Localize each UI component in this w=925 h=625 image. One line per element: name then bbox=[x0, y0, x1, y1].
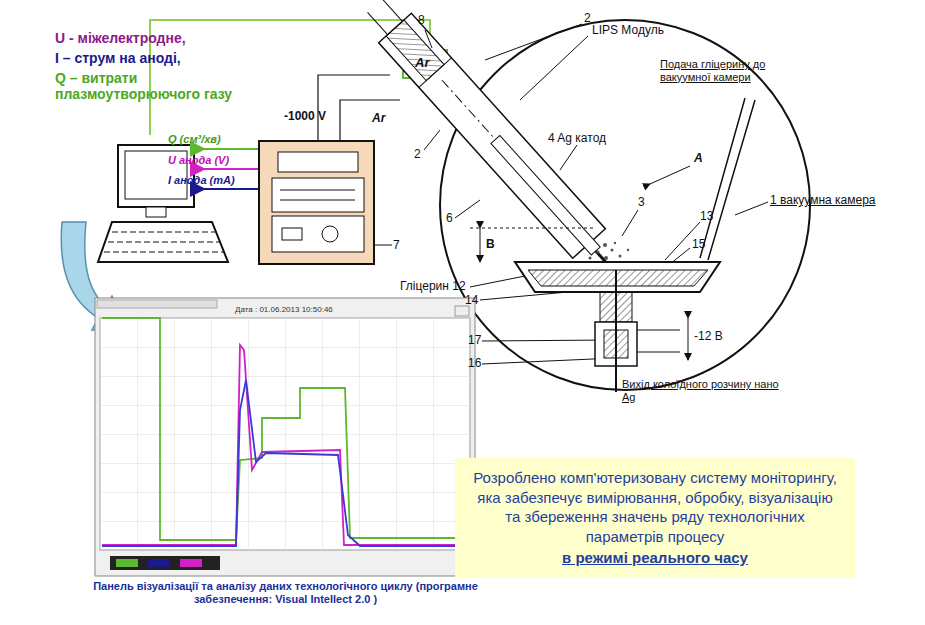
part-label: 14 bbox=[465, 294, 478, 308]
callout-number: 7 bbox=[393, 238, 400, 252]
feed-tube bbox=[700, 98, 755, 260]
chart-curves bbox=[102, 318, 468, 546]
part-label: B bbox=[486, 238, 495, 252]
part-label: 13 bbox=[700, 210, 713, 224]
part-label: U анода (V) bbox=[168, 154, 229, 167]
part-label: -12 B bbox=[694, 330, 723, 344]
info-emphasis: в режимі реального часу bbox=[469, 548, 841, 568]
chart-panel bbox=[95, 298, 475, 576]
part-label: LIPS Модуль bbox=[592, 24, 664, 38]
power-supply bbox=[258, 140, 392, 265]
part-label: I анода (mA) bbox=[168, 174, 235, 187]
part-label: 16 bbox=[468, 357, 481, 371]
part-label: 3 bbox=[638, 196, 645, 210]
part-label: Q – витрати плазмоутворюючого газу bbox=[55, 70, 245, 102]
part-label: 6 bbox=[446, 212, 453, 226]
chart-curve bbox=[102, 380, 468, 546]
part-label: Ar bbox=[372, 112, 385, 126]
glycerin-bath bbox=[515, 262, 720, 392]
part-label: Подача гліцерину до вакуумної камери bbox=[660, 58, 810, 83]
part-label: 1 вакуумна камера bbox=[770, 194, 876, 208]
info-box: Розроблено комп'ютеризовану систему моні… bbox=[455, 458, 855, 578]
u-signal bbox=[204, 168, 258, 170]
part-label: I – струм на аноді, bbox=[55, 50, 181, 66]
part-label: 17 bbox=[468, 334, 481, 348]
lips-module bbox=[359, 0, 633, 288]
chart-curve bbox=[102, 345, 468, 545]
part-label: 15 bbox=[692, 238, 705, 252]
part-label: U - міжелектродне, bbox=[55, 30, 186, 46]
part-label: Вихід колоїдного розчину нано Ag bbox=[622, 378, 792, 403]
chart-curve bbox=[102, 318, 468, 540]
part-label: -1000 V bbox=[284, 110, 326, 124]
plasma-spray bbox=[589, 242, 630, 260]
part-label: Дата : 01.06.2013 10:50:46 bbox=[235, 305, 333, 314]
part-label: Гліцерин 12 bbox=[400, 280, 466, 294]
part-label: Ar bbox=[415, 56, 429, 71]
part-label: 4 Ag катод bbox=[548, 132, 606, 146]
chart-caption: Панель візуалізації та аналізу даних тех… bbox=[88, 580, 483, 605]
i-signal bbox=[204, 188, 258, 190]
part-label: A bbox=[694, 152, 703, 166]
part-label: 2 bbox=[584, 12, 591, 26]
part-label: 2 bbox=[414, 148, 421, 162]
vacuum-chamber bbox=[440, 20, 810, 390]
hv-cable bbox=[318, 75, 400, 140]
q-signal bbox=[204, 148, 258, 150]
info-text: Розроблено комп'ютеризовану систему моні… bbox=[469, 468, 841, 546]
power-supply-box: 7 bbox=[258, 140, 375, 265]
part-label: Q (см³/хв) bbox=[168, 133, 221, 146]
part-label: 8 bbox=[418, 14, 425, 28]
